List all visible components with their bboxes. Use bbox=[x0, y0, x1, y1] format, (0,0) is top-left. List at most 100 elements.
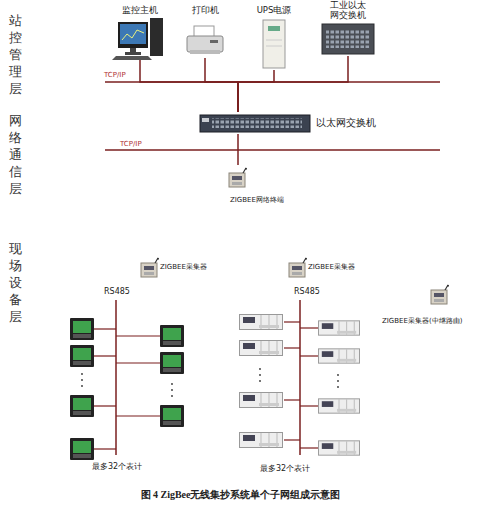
layer-label: 网络通信层 bbox=[8, 112, 23, 197]
panel-meter bbox=[160, 352, 184, 374]
ethernet-switch: 以太网交换机 bbox=[198, 112, 382, 134]
ellipsis-dot bbox=[259, 374, 261, 376]
din-meter bbox=[318, 349, 359, 363]
switch-body bbox=[200, 115, 310, 132]
bus-label: RS485 bbox=[294, 288, 320, 297]
ups-display bbox=[268, 26, 280, 31]
monitor-base bbox=[125, 52, 141, 55]
ellipsis-dot bbox=[337, 386, 339, 388]
panel-meter bbox=[160, 405, 184, 427]
printer-icon bbox=[187, 26, 223, 54]
layer-label: 现场设备层 bbox=[8, 240, 23, 325]
switch-badge bbox=[202, 118, 209, 122]
zigbee-terminal: ZIGBEE网络终端 bbox=[224, 165, 306, 207]
din-meter bbox=[318, 321, 359, 335]
device-label: 打印机 bbox=[184, 6, 226, 16]
ellipsis-dot bbox=[337, 380, 339, 382]
rs485-stub bbox=[300, 327, 318, 328]
network-link bbox=[140, 60, 238, 112]
rs485-stub bbox=[94, 355, 116, 356]
ellipsis-dot bbox=[259, 368, 261, 370]
rs485-stub bbox=[116, 362, 160, 363]
printer-body bbox=[187, 36, 223, 52]
zigbee-collector: ZIGBEE采集器 bbox=[286, 255, 376, 279]
rs485-bus-left bbox=[70, 300, 184, 460]
ups-body bbox=[263, 20, 285, 68]
zigbee-terminal-icon bbox=[229, 168, 247, 187]
ellipsis-dot bbox=[81, 379, 83, 381]
ethernet-switch-icon bbox=[200, 115, 310, 132]
ups-device: UPS电源 bbox=[252, 6, 296, 70]
switch-ports bbox=[212, 118, 302, 128]
panel-meter bbox=[70, 345, 94, 367]
device-label: 监控主机 bbox=[110, 6, 170, 16]
panel-meter bbox=[160, 325, 184, 347]
network-link bbox=[237, 134, 239, 165]
printer-device: 打印机 bbox=[184, 6, 226, 58]
rs485-stub bbox=[116, 415, 160, 416]
rs485-wire bbox=[115, 300, 117, 455]
network-link bbox=[205, 58, 238, 112]
zigbee-collector-icon bbox=[141, 258, 159, 277]
ellipsis-dot bbox=[81, 373, 83, 375]
switch-ports bbox=[326, 30, 370, 48]
printer-panel bbox=[210, 40, 218, 43]
screen-chart bbox=[122, 30, 144, 40]
rs485-wire bbox=[299, 300, 301, 455]
panel-meter bbox=[70, 438, 94, 460]
ellipsis-dot bbox=[337, 374, 339, 376]
ellipsis-dot bbox=[171, 383, 173, 385]
ellipsis-dot bbox=[259, 380, 261, 382]
keyboard bbox=[112, 56, 152, 60]
rs485-stub bbox=[284, 399, 300, 400]
tcpip-bus bbox=[105, 149, 440, 151]
device-label: UPS电源 bbox=[252, 6, 296, 16]
bus-protocol-label: TCP/IP bbox=[104, 72, 126, 80]
rs485-bus-middle bbox=[240, 300, 360, 455]
ellipsis-dot bbox=[171, 395, 173, 397]
device-label: ZIGBEE采集器(中继路由) bbox=[382, 317, 480, 325]
din-meter bbox=[318, 399, 359, 413]
network-link bbox=[238, 56, 348, 112]
rs485-stub bbox=[300, 355, 318, 356]
computer-icon bbox=[112, 18, 163, 60]
rs485-stub bbox=[94, 448, 116, 449]
pc-tower bbox=[150, 18, 163, 56]
device-label: ZIGBEE网络终端 bbox=[230, 196, 306, 204]
rs485-stub bbox=[116, 335, 160, 336]
zigbee-collector-icon bbox=[289, 258, 307, 277]
ups-line bbox=[266, 40, 282, 41]
industrial-switch: 工业以太网交换机 bbox=[320, 0, 376, 56]
device-label: ZIGBEE采集器 bbox=[308, 263, 376, 271]
rs485-stub bbox=[94, 405, 116, 406]
rs485-stub bbox=[284, 439, 300, 440]
zigbee-collector-icon bbox=[431, 285, 449, 304]
monitor bbox=[118, 22, 148, 48]
switch-body bbox=[322, 24, 374, 54]
ups-icon bbox=[263, 20, 285, 68]
din-meter bbox=[240, 393, 283, 408]
zigbee-collector: ZIGBEE采集器 bbox=[138, 255, 228, 279]
network-link bbox=[238, 70, 274, 112]
figure-caption: 图 4 ZigBee无线集抄系统单个子网组成示意图 bbox=[0, 488, 481, 502]
device-label: 工业以太网交换机 bbox=[329, 0, 367, 20]
printer-tray bbox=[190, 50, 220, 54]
monitor-stand bbox=[130, 48, 136, 52]
device-label: ZIGBEE采集器 bbox=[160, 263, 228, 271]
bus-label: RS485 bbox=[104, 288, 130, 297]
din-meter bbox=[318, 441, 359, 455]
rs485-stub bbox=[300, 447, 318, 448]
rs485-stub bbox=[94, 328, 116, 329]
host-device: 监控主机 bbox=[110, 6, 170, 60]
rs485-stub bbox=[300, 405, 318, 406]
tcpip-bus bbox=[105, 81, 440, 83]
din-meter bbox=[240, 341, 283, 356]
rs485-stub bbox=[284, 347, 300, 348]
rs485-stub bbox=[284, 321, 300, 322]
din-meter bbox=[240, 433, 283, 448]
panel-meter bbox=[70, 318, 94, 340]
din-meter bbox=[240, 315, 283, 330]
device-label: 以太网交换机 bbox=[316, 117, 382, 129]
